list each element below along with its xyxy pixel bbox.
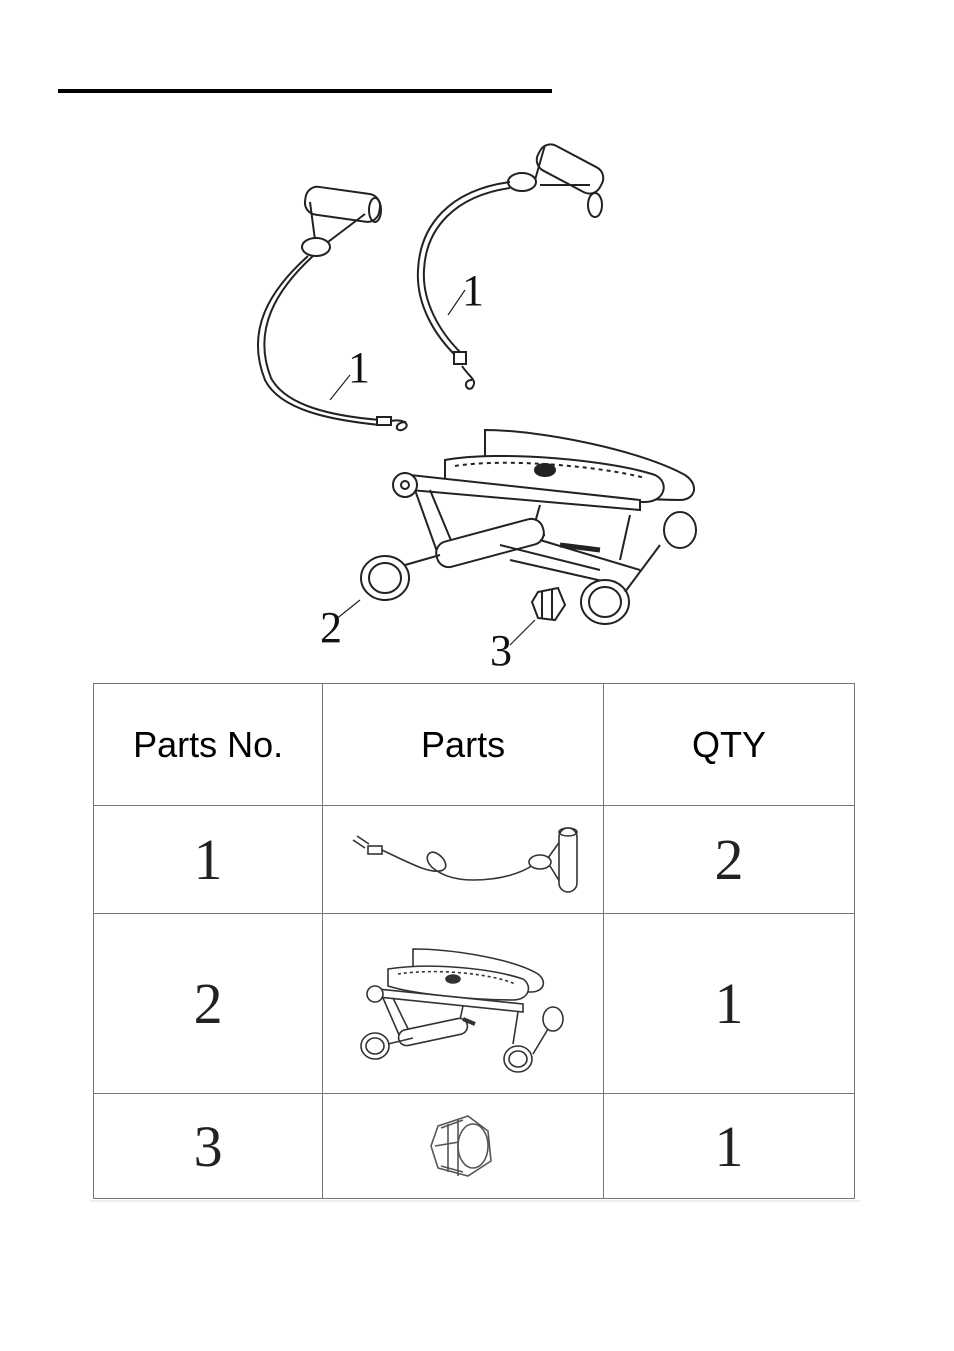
part-image-cell	[323, 914, 604, 1094]
qty-cell: 1	[603, 914, 854, 1094]
table-row: 3 1	[94, 1094, 855, 1199]
header-rule	[58, 89, 552, 93]
header-parts-no: Parts No.	[94, 684, 323, 806]
table-row: 2	[94, 914, 855, 1094]
callout-knob: 3	[490, 626, 512, 675]
header-qty: QTY	[603, 684, 854, 806]
qty-cell: 2	[603, 806, 854, 914]
part-image-cell	[323, 806, 604, 914]
stepper-body-icon	[361, 430, 696, 624]
qty-cell: 1	[603, 1094, 854, 1199]
callout-stepper: 2	[320, 603, 342, 652]
mini-stepper-icon	[353, 934, 573, 1074]
left-band-icon	[258, 185, 407, 430]
part-number-cell: 2	[94, 914, 323, 1094]
callout-right-band: 1	[462, 266, 484, 315]
part-number-cell: 3	[94, 1094, 323, 1199]
table-header-row: Parts No. Parts QTY	[94, 684, 855, 806]
table-row: 1 2	[94, 806, 855, 914]
part-number-cell: 1	[94, 806, 323, 914]
part-image-cell	[323, 1094, 604, 1199]
parts-list-table: Parts No. Parts QTY 1 2 2	[93, 683, 855, 1199]
right-band-icon	[418, 140, 608, 389]
table-bottom-shadow	[90, 1200, 860, 1202]
knob-icon	[532, 588, 565, 620]
header-parts: Parts	[323, 684, 604, 806]
adjustment-knob-icon	[423, 1106, 503, 1186]
callout-left-band: 1	[348, 343, 370, 392]
stepper-exploded-view: 1 1 2 3	[240, 130, 760, 675]
exploded-assembly-diagram: 1 1 2 3	[240, 130, 760, 675]
resistance-band-icon	[343, 820, 583, 900]
